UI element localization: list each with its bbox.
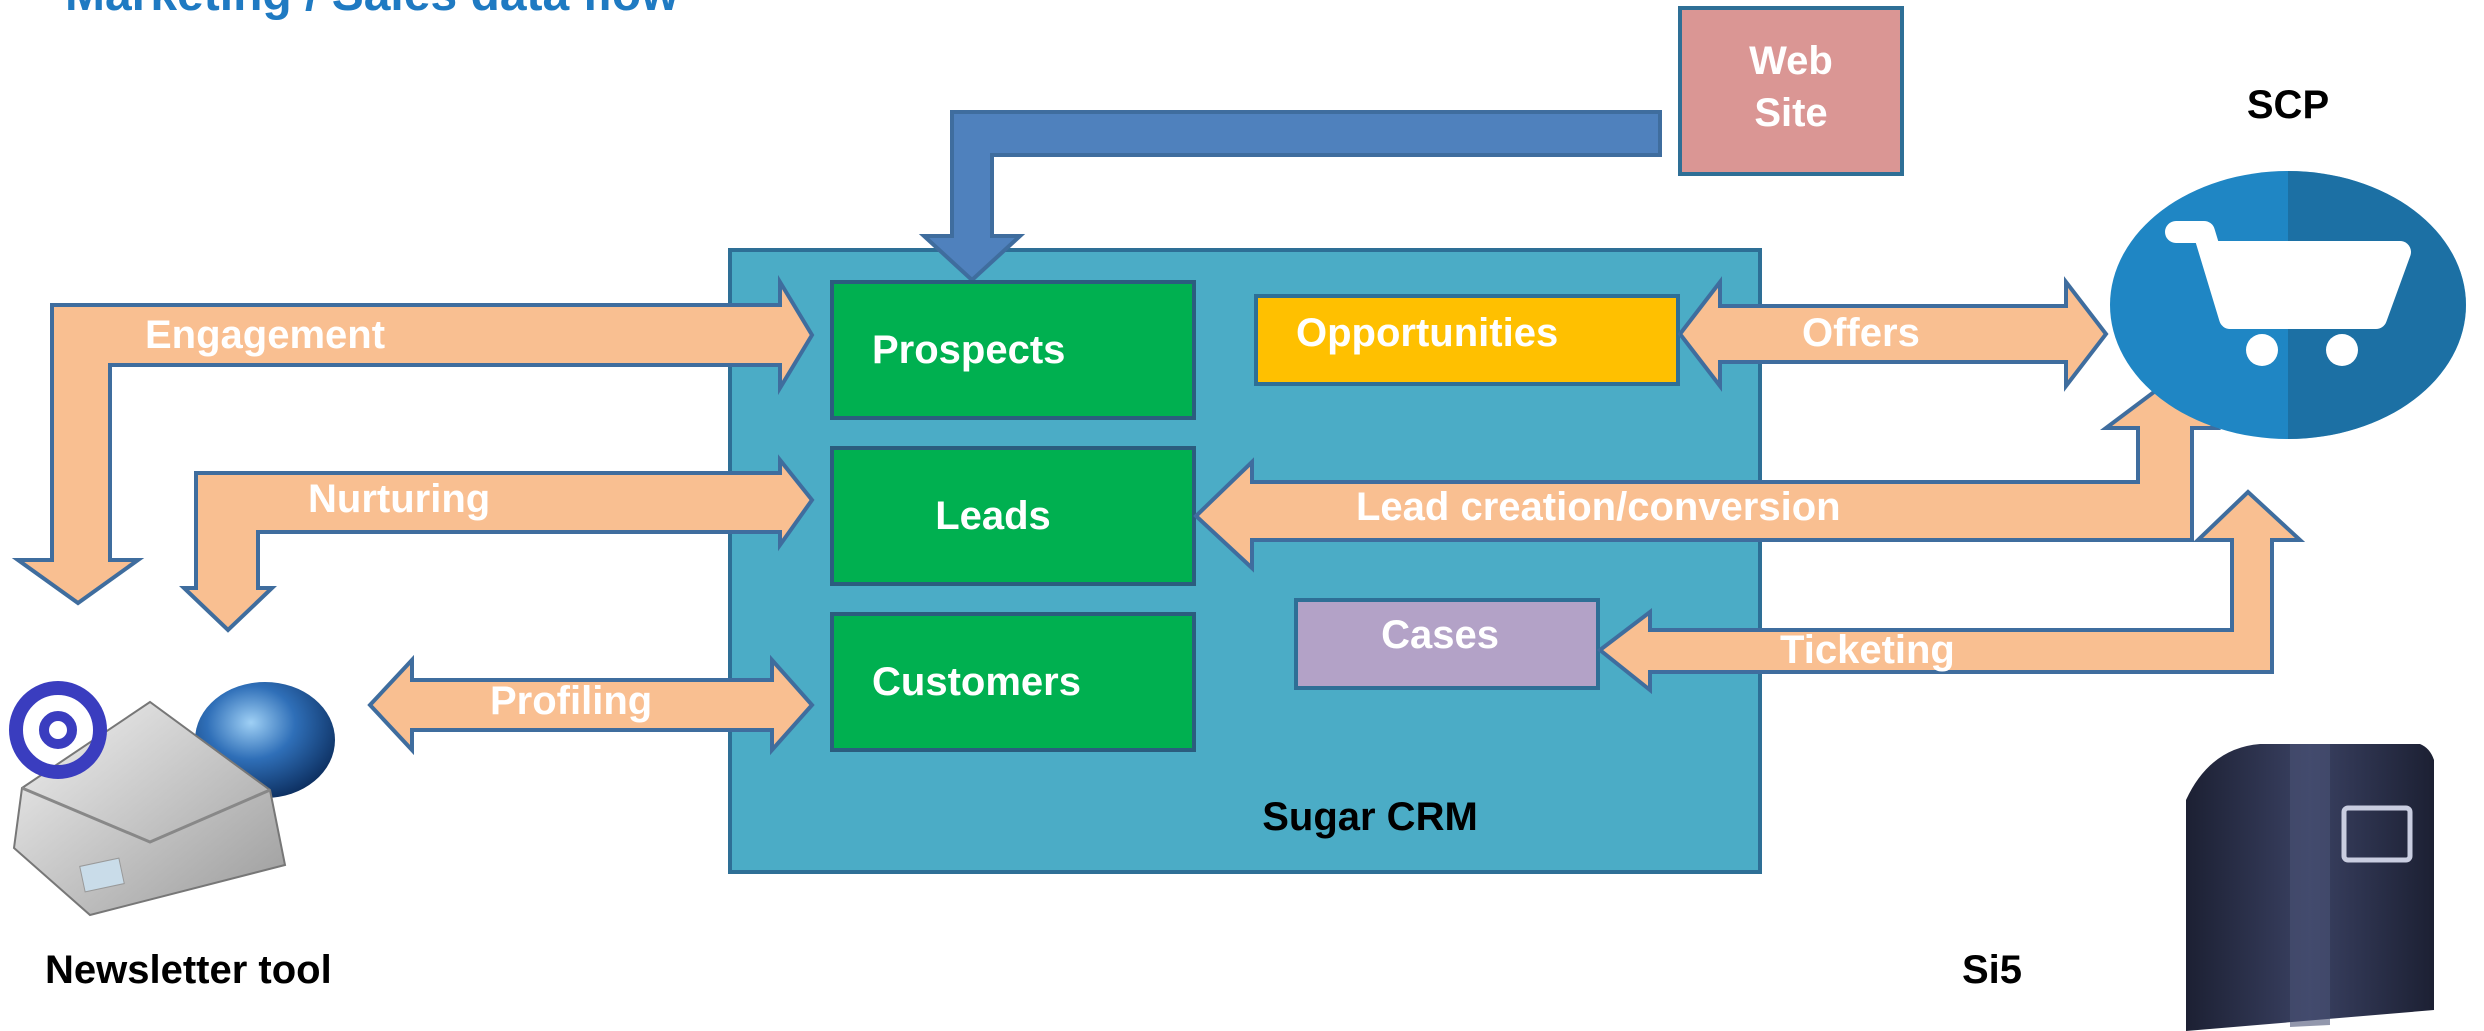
cases-label: Cases xyxy=(1381,613,1499,657)
customers-label: Customers xyxy=(872,660,1081,704)
cases-box xyxy=(1294,598,1600,690)
engagement-label: Engagement xyxy=(145,313,385,357)
prospects-box xyxy=(830,280,1196,420)
profiling-label: Profiling xyxy=(490,679,652,723)
website-to-prospects-arrow xyxy=(918,110,1662,283)
ticketing-arrow xyxy=(1596,489,2306,695)
email-envelope-globe-icon xyxy=(9,681,335,917)
nurturing-arrow xyxy=(179,454,815,633)
si5-label: Si5 xyxy=(1962,948,2022,992)
newsletter-tool-label: Newsletter tool xyxy=(45,948,332,992)
website-box xyxy=(1678,6,1904,176)
customers-box xyxy=(830,612,1196,752)
website-label-line2: Site xyxy=(1754,91,1827,135)
shopping-cart-icon xyxy=(2110,171,2466,439)
prospects-label: Prospects xyxy=(872,328,1065,372)
offers-arrow xyxy=(1677,276,2109,392)
opportunities-label: Opportunities xyxy=(1296,311,1558,355)
sugar-crm-label: Sugar CRM xyxy=(1262,795,1478,839)
offers-label: Offers xyxy=(1802,311,1920,355)
lead-creation-label: Lead creation/conversion xyxy=(1356,485,1841,529)
server-icon xyxy=(2186,744,2434,1031)
scp-label: SCP xyxy=(2247,83,2329,127)
profiling-arrow xyxy=(367,654,815,756)
page-title: Marketing / Sales data flow xyxy=(65,0,679,21)
ticketing-label: Ticketing xyxy=(1780,628,1955,672)
website-label-line1: Web xyxy=(1749,39,1833,83)
engagement-arrow xyxy=(11,274,815,606)
nurturing-label: Nurturing xyxy=(308,477,490,521)
opportunities-box xyxy=(1254,294,1680,386)
leads-label: Leads xyxy=(935,494,1051,538)
